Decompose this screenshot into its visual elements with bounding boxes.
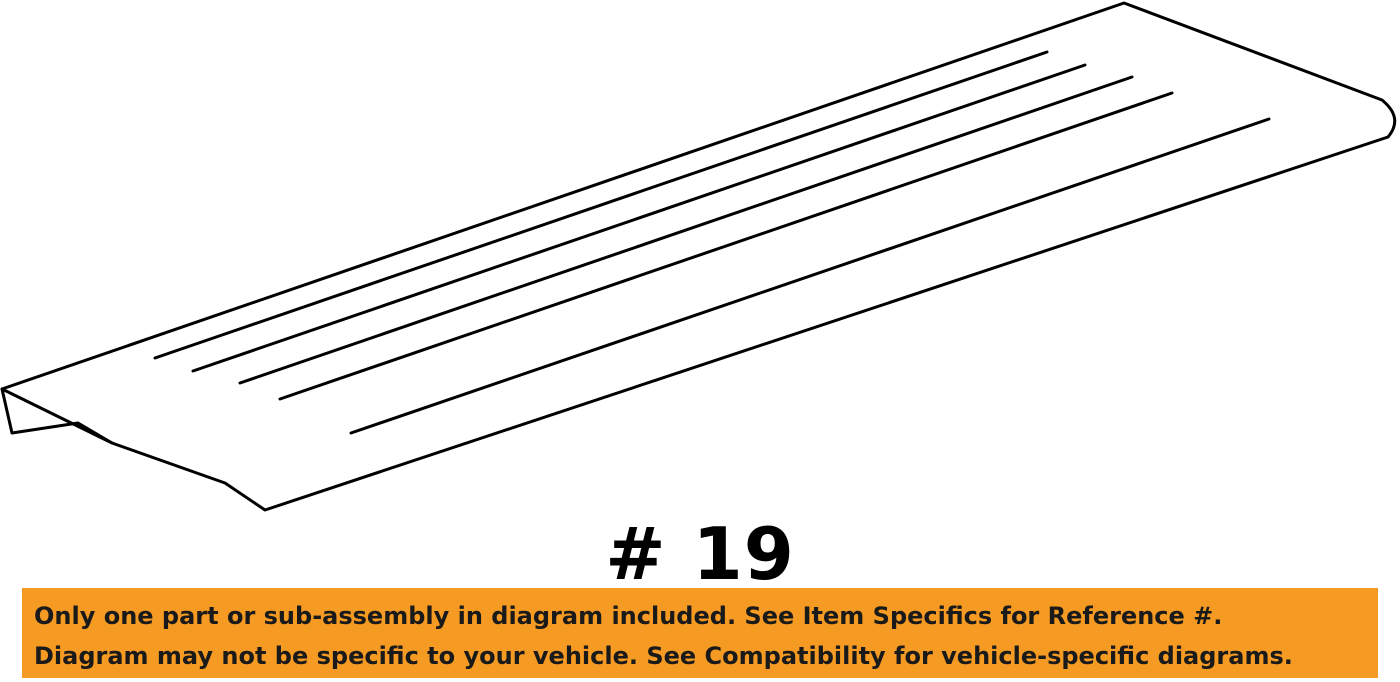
part-line-drawing <box>0 1 1397 512</box>
sill-plate-lip-edge <box>0 387 114 445</box>
ridge-line <box>349 117 1271 435</box>
ridge-line <box>153 50 1049 360</box>
part-reference-number: # 19 <box>605 512 795 596</box>
disclaimer-banner: Only one part or sub-assembly in diagram… <box>22 588 1378 678</box>
ridge-line <box>191 63 1087 373</box>
disclaimer-line-1: Only one part or sub-assembly in diagram… <box>34 602 1223 630</box>
ridge-line <box>278 91 1174 401</box>
ridge-line <box>238 75 1134 385</box>
disclaimer-line-2: Diagram may not be specific to your vehi… <box>34 642 1293 670</box>
